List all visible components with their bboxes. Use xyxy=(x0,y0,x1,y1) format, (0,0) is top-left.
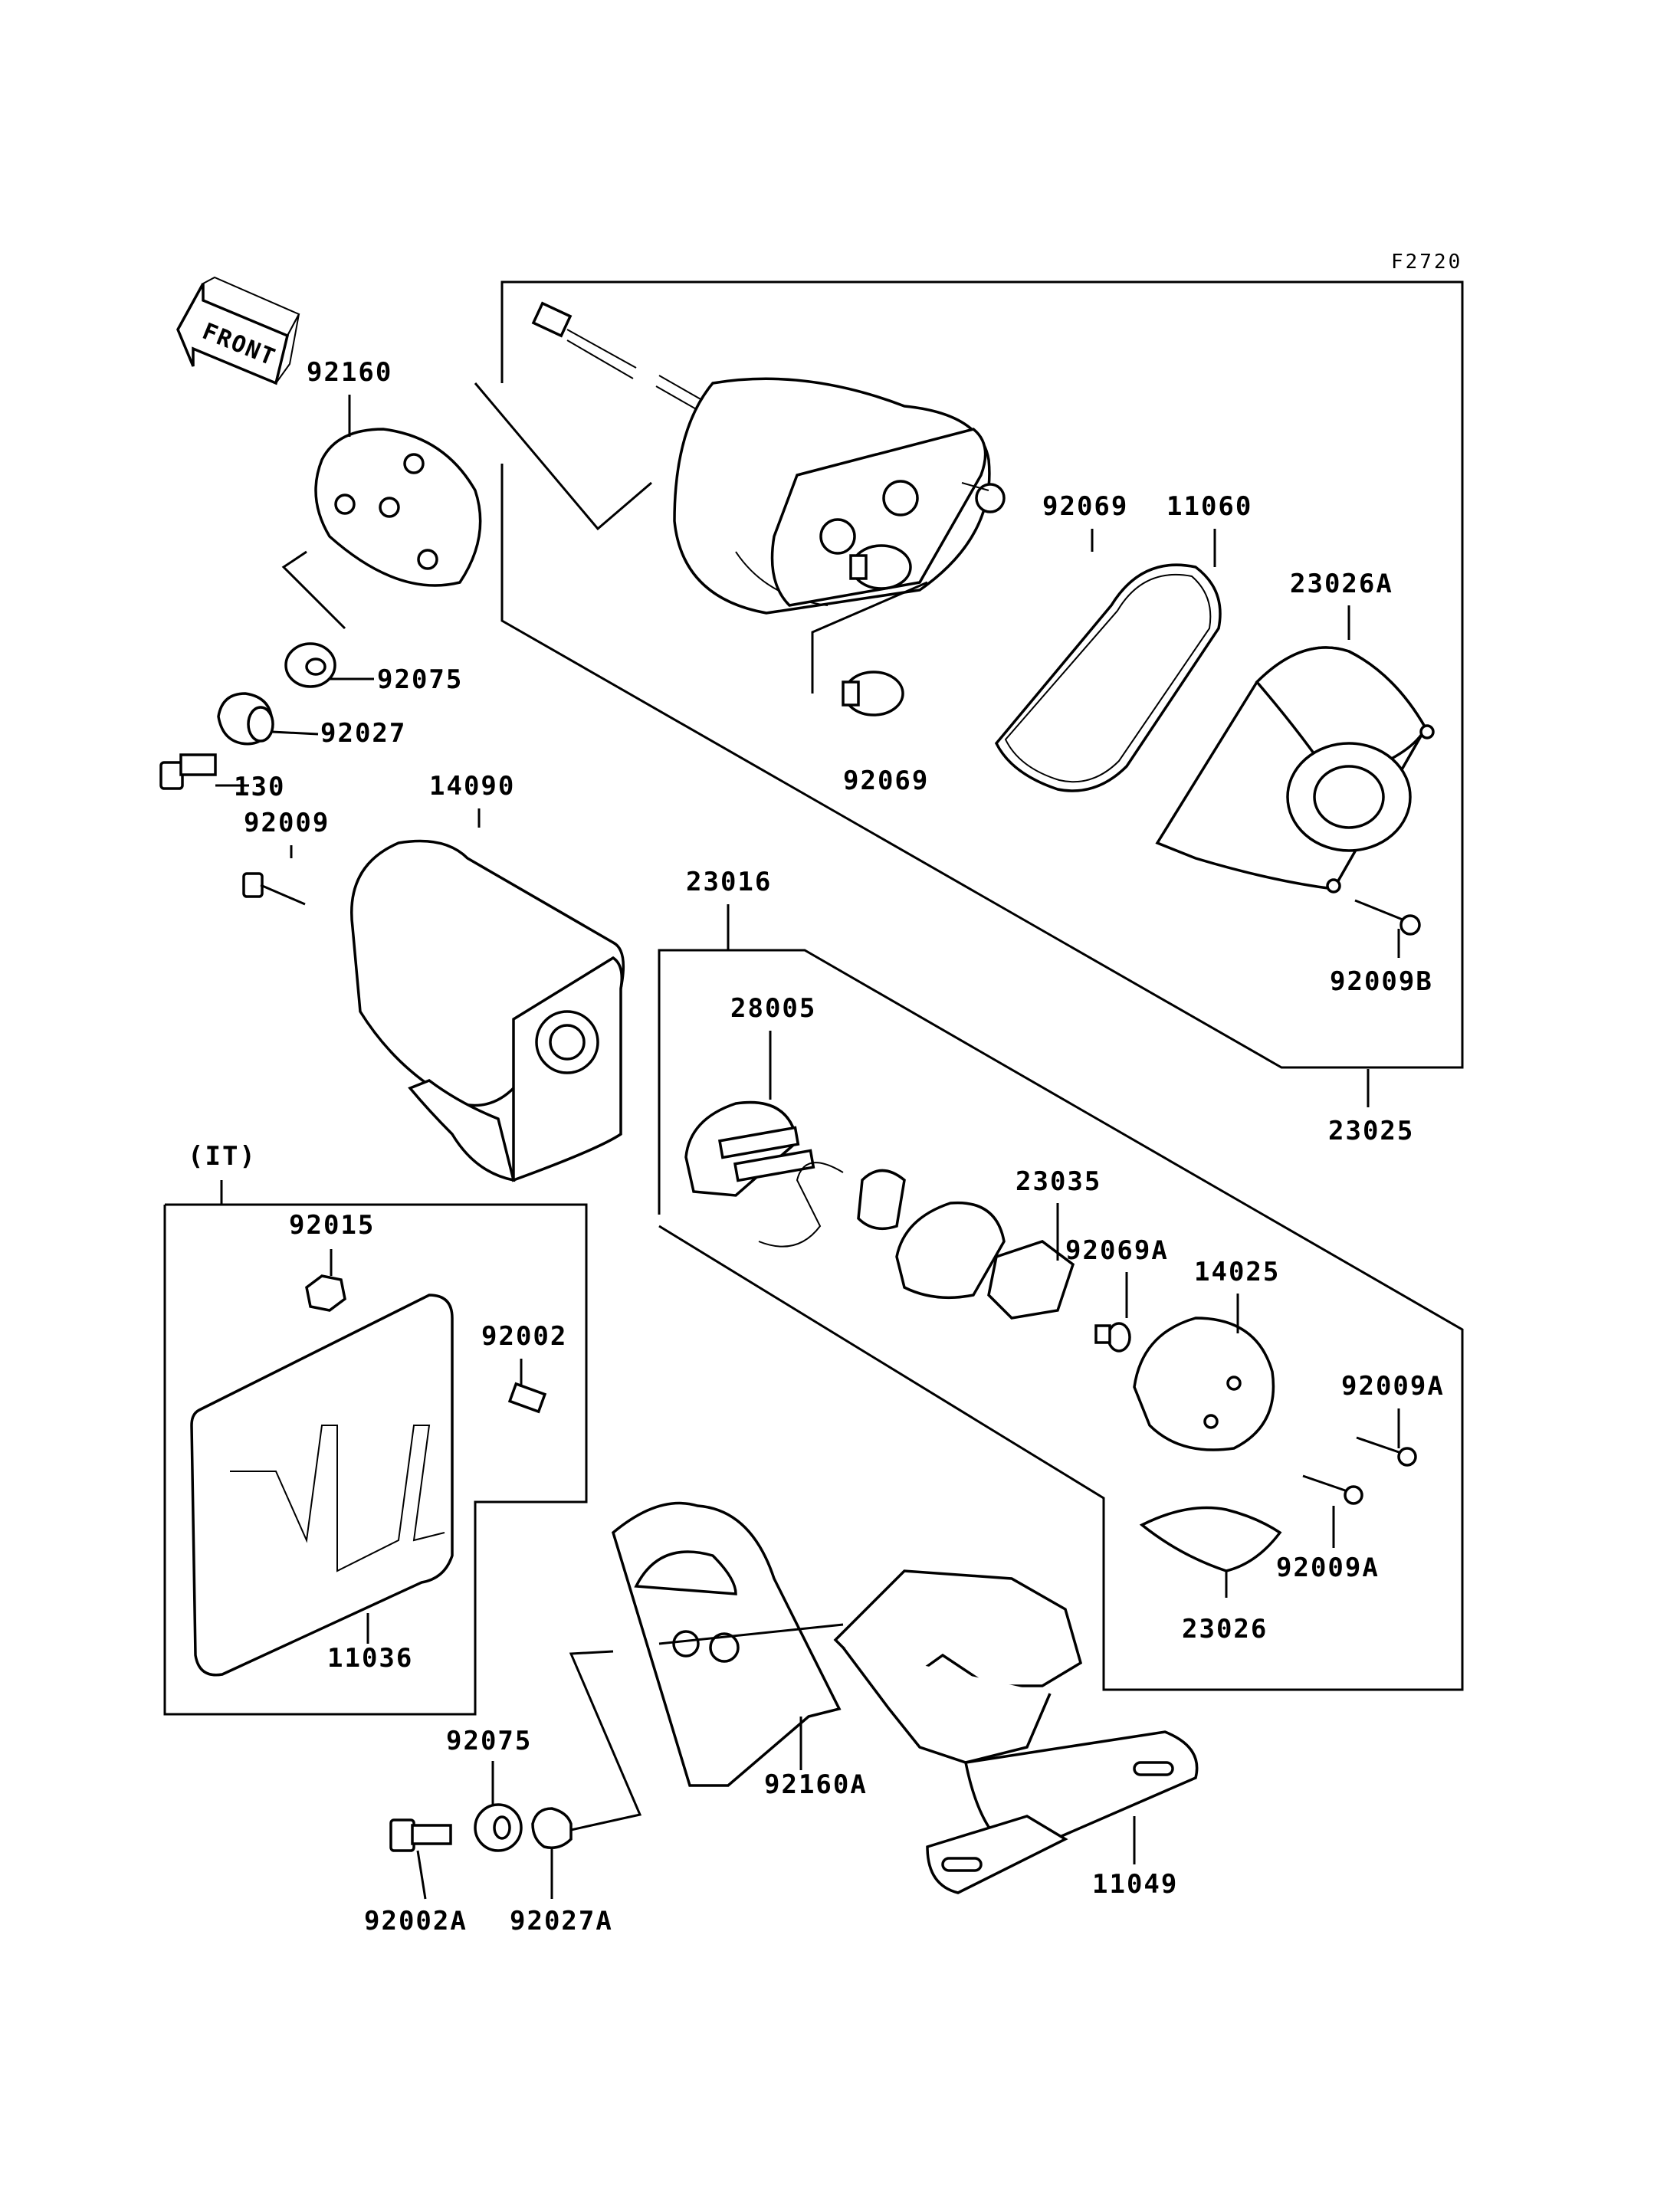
label-92009A-lower: 92009A xyxy=(1276,1553,1380,1583)
label-14090: 14090 xyxy=(429,771,515,802)
label-23035: 23035 xyxy=(1016,1166,1101,1197)
hardware-leader xyxy=(569,1650,642,1831)
cover-leader xyxy=(474,382,652,531)
label-11049: 11049 xyxy=(1092,1869,1178,1900)
small-lens xyxy=(1139,1506,1282,1572)
label-92069-lower: 92069 xyxy=(843,766,929,796)
label-23016: 23016 xyxy=(686,867,772,897)
label-92160: 92160 xyxy=(307,357,392,388)
label-23026: 23026 xyxy=(1182,1614,1268,1644)
label-92075-lower: 92075 xyxy=(446,1726,532,1756)
label-23025: 23025 xyxy=(1328,1116,1414,1146)
wire-connector xyxy=(531,301,714,418)
socket-holder xyxy=(895,1201,1006,1300)
region-label-it: (IT) xyxy=(188,1141,257,1172)
bolt-130-icon xyxy=(159,753,217,790)
label-11060: 11060 xyxy=(1166,491,1252,522)
lens xyxy=(1155,646,1435,894)
label-92009B: 92009B xyxy=(1330,966,1433,997)
lamp-housing xyxy=(673,377,1006,615)
label-28005: 28005 xyxy=(730,993,816,1024)
bolt-92002A-icon xyxy=(389,1818,452,1852)
label-92002A: 92002A xyxy=(364,1906,468,1936)
grommet-leader xyxy=(281,550,346,630)
socket-plate xyxy=(684,1100,815,1197)
label-92160A: 92160A xyxy=(764,1769,868,1800)
label-92069A: 92069A xyxy=(1065,1235,1169,1266)
group-frame-23025 xyxy=(500,280,1464,1069)
collar-92027A-icon xyxy=(531,1807,573,1849)
rear-bracket xyxy=(833,1569,1199,1894)
label-92027A: 92027A xyxy=(510,1906,613,1936)
label-23026A: 23026A xyxy=(1290,569,1393,599)
license-plate-bracket xyxy=(190,1294,454,1677)
grommet-icon xyxy=(284,642,336,688)
label-130: 130 xyxy=(234,772,285,802)
wire-lead xyxy=(758,1162,906,1248)
screw-92009A-upper-icon xyxy=(1356,1436,1417,1467)
label-92069-upper: 92069 xyxy=(1042,491,1128,522)
screw-92009A-lower-icon xyxy=(1302,1474,1363,1505)
label-92002: 92002 xyxy=(481,1321,567,1352)
label-92009: 92009 xyxy=(244,808,330,838)
label-92075: 92075 xyxy=(377,664,463,695)
bulb-upper-icon xyxy=(849,544,912,590)
front-arrow-icon: FRONT xyxy=(176,276,300,385)
lamp-base xyxy=(350,839,625,1182)
screw-92009B-icon xyxy=(1354,899,1421,936)
small-housing xyxy=(1133,1317,1275,1451)
bulb-small-icon xyxy=(1094,1322,1131,1353)
screw-92009-icon xyxy=(242,872,306,906)
collar-icon xyxy=(217,692,274,746)
bolt-92002-icon xyxy=(507,1382,547,1414)
label-92015: 92015 xyxy=(289,1210,375,1241)
label-92009A-upper: 92009A xyxy=(1341,1371,1445,1402)
nut-92015-icon xyxy=(305,1274,346,1312)
gasket xyxy=(994,563,1222,792)
label-14025: 14025 xyxy=(1194,1257,1280,1287)
group-frame-23016 xyxy=(658,949,1464,1691)
washer-92075-icon xyxy=(474,1803,523,1852)
clip xyxy=(987,1240,1075,1320)
group-frame-it xyxy=(163,1203,588,1716)
label-11036: 11036 xyxy=(327,1643,413,1674)
label-92027: 92027 xyxy=(320,718,406,749)
figure-code: F2720 xyxy=(1391,251,1462,274)
bulb-lower-leader xyxy=(811,581,928,694)
mount-plate-leader xyxy=(658,1623,844,1645)
bulb-lower-icon xyxy=(842,671,904,716)
